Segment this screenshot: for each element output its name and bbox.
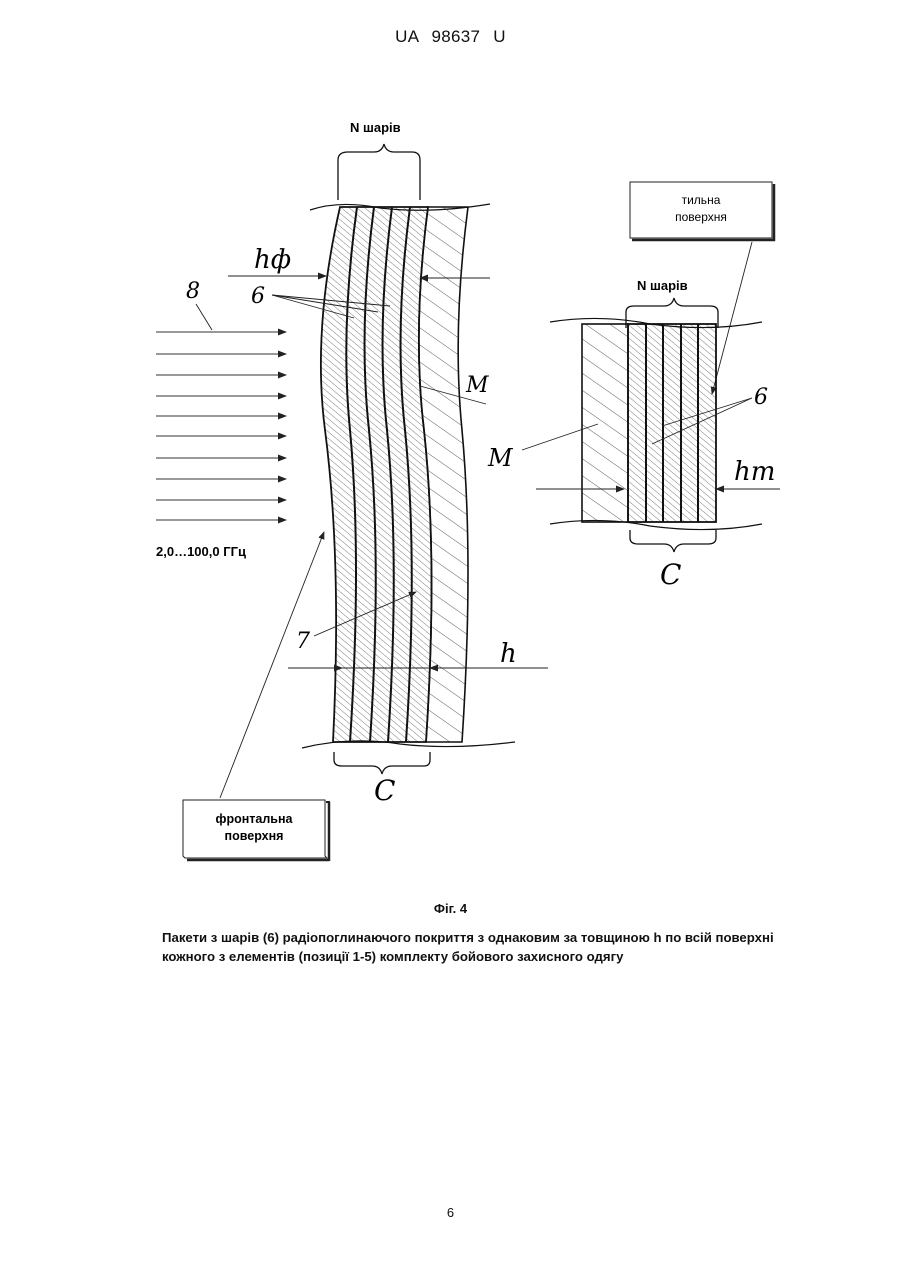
figure-caption: Пакети з шарів (6) радіопоглинаючого пок… [162,928,812,966]
right-section: тильна поверхня N шарів 6 M hт C [487,182,780,591]
back-surface-line2: поверхня [675,210,727,224]
n-layers-label-right: N шарів [637,278,688,293]
n-layers-label: N шарів [350,120,401,135]
c-brace-right [630,530,716,552]
frequency-range-label: 2,0…100,0 ГГц [156,544,246,559]
front-surface-leader [220,532,324,798]
ref-6-label: 6 [251,284,265,309]
ref-8-label: 8 [186,279,200,304]
incident-wave-arrows [156,332,286,520]
c-label-left: C [374,774,395,807]
ref-7-label: 7 [296,629,310,654]
ref-m-label-right: M [487,444,514,472]
absorber-layers-package [321,207,432,742]
figure-4-drawing: N шарів hф 6 8 [0,0,901,900]
left-section: N шарів hф 6 8 [156,120,548,861]
front-surface-line1: фронтальна [216,812,294,826]
hf-label: hф [254,245,291,275]
material-m-block [582,324,628,522]
figure-number: Фіг. 4 [0,901,901,916]
front-surface-line2: поверхня [225,829,284,843]
ref-m-label: M [465,373,489,398]
h-label: h [500,639,517,669]
n-layers-brace [338,144,420,200]
back-surface-line1: тильна [682,193,721,207]
ref-6-label-right: 6 [754,385,768,410]
c-brace-left [334,752,430,774]
leader-8 [196,304,212,330]
c-label-right: C [660,558,681,591]
ht-label: hт [734,457,775,487]
page-number: 6 [0,1205,901,1220]
